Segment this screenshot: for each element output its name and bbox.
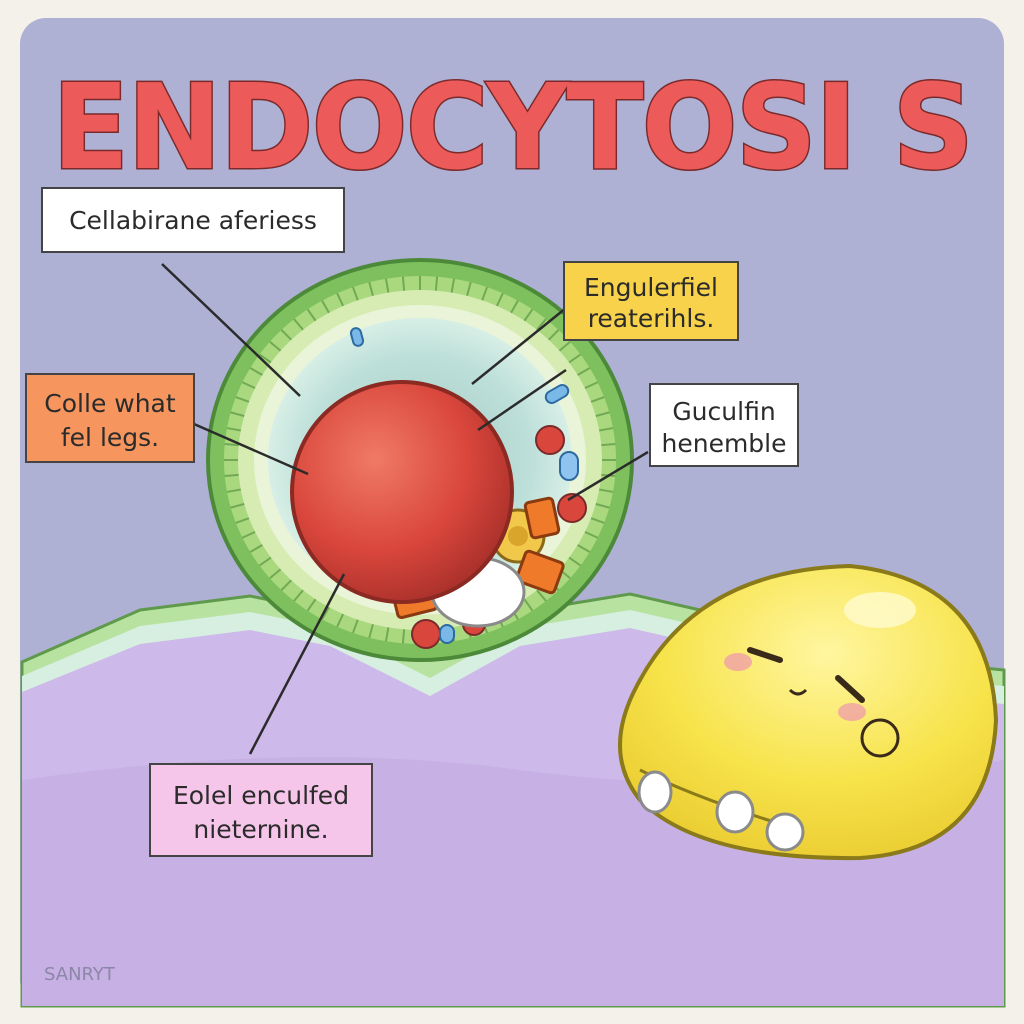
membrane-hatch [599, 427, 614, 432]
membrane-hatch [241, 530, 256, 539]
page-title: ENDOCYTOSI S [52, 58, 972, 196]
membrane-hatch [450, 278, 456, 293]
membrane-hatch [584, 530, 599, 539]
membrane-hatch [241, 381, 256, 390]
membrane-hatch [230, 411, 245, 417]
membrane-hatch [224, 442, 239, 447]
label-colle-line1: Colle what [44, 389, 176, 418]
membrane-hatch [401, 629, 406, 644]
label-membrane-text: Cellabirane aferiess [69, 206, 317, 235]
membrane-hatch [230, 503, 245, 509]
label-eolel: Eolel enculfed nieternine. [149, 763, 373, 857]
membrane-hatch [568, 353, 582, 364]
membrane-hatch [280, 329, 293, 341]
membrane-hatch [258, 556, 272, 567]
membrane-hatch [481, 286, 488, 301]
label-gucul-line2: henemble [662, 429, 787, 458]
membrane-hatch [249, 367, 263, 376]
leader-gucul [567, 450, 649, 502]
membrane-hatch [401, 276, 406, 291]
leader-engulf-2 [477, 368, 567, 432]
membrane-hatch [280, 579, 293, 591]
leader-engulf [471, 307, 567, 385]
membrane-hatch [536, 589, 547, 602]
membrane-hatch [258, 353, 272, 364]
membrane-hatch [306, 598, 317, 612]
membrane-hatch [558, 340, 571, 352]
label-colle-line2: fel legs. [61, 423, 159, 452]
membrane-hatch [510, 300, 519, 314]
membrane-hatch [523, 598, 534, 612]
membrane-hatch [293, 318, 304, 331]
membrane-hatch [321, 606, 330, 620]
membrane-hatch [523, 308, 534, 322]
label-engulf: Engulerfiel reaterihls. [563, 261, 739, 341]
label-engulf-line1: Engulerfiel [584, 273, 718, 302]
blob-character-icon [618, 563, 999, 861]
nucleus-icon [290, 380, 514, 604]
membrane-hatch [577, 367, 591, 376]
membrane-hatch [226, 488, 241, 493]
membrane-hatch [434, 276, 439, 291]
leader-colle [193, 422, 309, 476]
membrane-hatch [368, 282, 374, 297]
membrane-hatch [536, 318, 547, 331]
membrane-hatch [601, 442, 616, 447]
label-gucul: Guculfin henemble [649, 383, 799, 467]
label-gucul-line1: Guculfin [672, 397, 775, 426]
membrane-hatch [584, 381, 599, 390]
membrane-hatch [466, 282, 472, 297]
membrane-hatch [599, 488, 614, 493]
membrane-hatch [595, 503, 610, 509]
membrane-hatch [368, 623, 374, 638]
membrane-hatch [226, 427, 241, 432]
label-membrane: Cellabirane aferiess [41, 187, 345, 253]
membrane-hatch [224, 473, 239, 478]
membrane-hatch [547, 329, 560, 341]
membrane-hatch [352, 286, 359, 301]
label-engulf-line2: reaterihls. [588, 304, 715, 333]
membrane-hatch [384, 627, 390, 642]
membrane-hatch [496, 292, 504, 307]
membrane-hatch [235, 517, 250, 524]
membrane-hatch [293, 589, 304, 602]
label-eolel-line1: Eolel enculfed [173, 781, 349, 810]
leader-lines [161, 263, 649, 755]
label-colle: Colle what fel legs. [25, 373, 195, 463]
membrane-hatch [568, 556, 582, 567]
membrane-hatch [336, 613, 344, 628]
membrane-hatch [352, 619, 359, 634]
membrane-hatch [590, 517, 605, 524]
membrane-hatch [306, 308, 317, 322]
membrane-hatch [384, 278, 390, 293]
membrane-hatch [269, 568, 282, 580]
membrane-hatch [595, 411, 610, 417]
membrane-hatch [269, 340, 282, 352]
membrane-hatch [249, 544, 263, 553]
label-eolel-line2: nieternine. [193, 815, 328, 844]
leader-eolel [248, 573, 346, 755]
leader-membrane [161, 263, 301, 397]
membrane-hatch [336, 292, 344, 307]
membrane-hatch [321, 300, 330, 314]
membrane-hatch [235, 396, 250, 403]
artist-signature: SANRYT [44, 964, 116, 985]
membrane-hatch [577, 544, 591, 553]
membrane-hatch [590, 396, 605, 403]
